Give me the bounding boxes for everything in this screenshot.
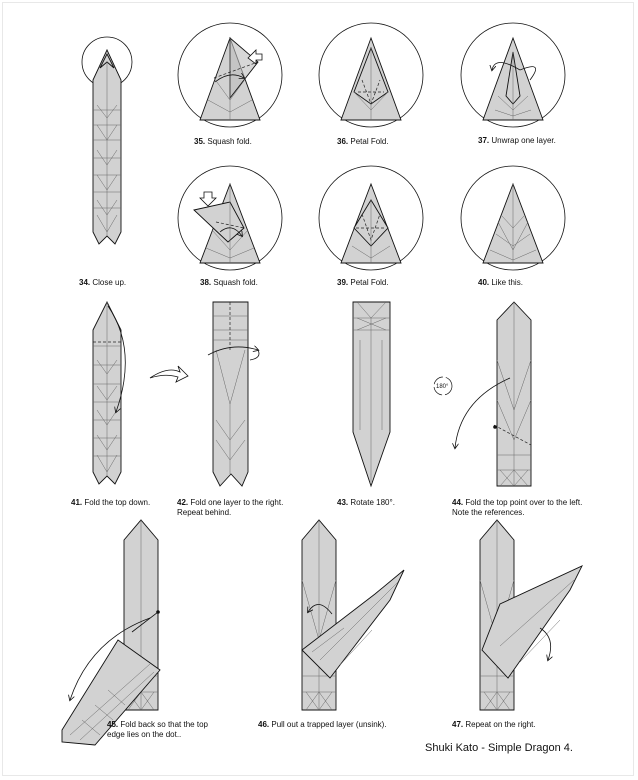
step-36-label: 36. Petal Fold. (337, 137, 389, 146)
step-45-figure (61, 519, 161, 746)
step-44-label: 44. Fold the top point over to the left.… (452, 498, 583, 517)
step-47-label: 47. Repeat on the right. (452, 720, 536, 729)
step-43-label: 43. Rotate 180°. (337, 498, 395, 507)
step-40-label: 40. Like this. (478, 278, 523, 287)
step-39-label: 39. Petal Fold. (337, 278, 389, 287)
rotate-symbol-label: 180° (436, 384, 449, 390)
step-34-label: 34. Close up. (79, 278, 127, 287)
step-34-figure (81, 36, 133, 245)
step-46-label: 46. Pull out a trapped layer (unsink). (258, 720, 387, 729)
step-40-figure (460, 165, 566, 271)
step-42-figure (207, 301, 259, 487)
step-47-figure (479, 519, 583, 711)
step-44-figure (433, 301, 532, 487)
step-38-figure (177, 165, 283, 271)
step-35-figure (177, 22, 283, 128)
step-36-figure (318, 22, 424, 128)
step-37-figure (460, 22, 566, 128)
step-35-label: 35. Squash fold. (194, 137, 252, 146)
step-43-figure (352, 301, 391, 488)
step-46-figure (301, 519, 405, 711)
step-41-figure (92, 300, 189, 485)
step-42-label: 42. Fold one layer to the right.Repeat b… (177, 498, 284, 517)
step-37-label: 37. Unwrap one layer. (478, 136, 556, 145)
step-38-label: 38. Squash fold. (200, 278, 258, 287)
step-41-label: 41. Fold the top down. (71, 498, 151, 507)
step-39-figure (318, 165, 424, 271)
author-credit: Shuki Kato - Simple Dragon 4. (425, 742, 573, 754)
